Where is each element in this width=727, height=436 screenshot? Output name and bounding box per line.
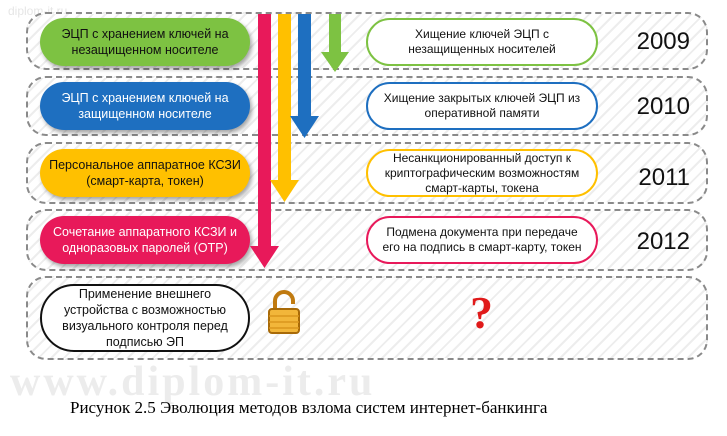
year-label-2012: 2012 xyxy=(636,228,690,255)
row-2009: ЭЦП с хранением ключей на незащищенном н… xyxy=(26,12,708,70)
figure-caption: Рисунок 2.5 Эволюция методов взлома сист… xyxy=(70,398,548,417)
row-2012: Сочетание аппаратного КСЗИ и одноразовых… xyxy=(26,209,708,271)
arrow-blue xyxy=(290,14,319,138)
padlock-open-icon xyxy=(268,290,300,334)
threat-pill-2009: Хищение ключей ЭЦП с незащищенных носите… xyxy=(366,18,598,66)
method-pill-2012: Сочетание аппаратного КСЗИ и одноразовых… xyxy=(40,216,250,264)
arrow-pink xyxy=(250,14,279,268)
method-pill-2011: Персональное аппаратное КСЗИ (смарт-карт… xyxy=(40,149,250,197)
year-label-2010: 2010 xyxy=(636,93,690,120)
arrow-yellow xyxy=(270,14,299,202)
arrow-green xyxy=(321,14,349,72)
watermark-large: www.diplom-it.ru xyxy=(10,359,376,405)
threat-pill-2010: Хищение закрытых ключей ЭЦП из оперативн… xyxy=(366,82,598,130)
row-2011: Персональное аппаратное КСЗИ (смарт-карт… xyxy=(26,142,708,204)
threat-pill-2012: Подмена документа при передаче его на по… xyxy=(366,216,598,264)
question-mark: ? xyxy=(470,287,493,338)
method-pill-2009: ЭЦП с хранением ключей на незащищенном н… xyxy=(40,18,250,66)
year-label-2011: 2011 xyxy=(638,164,690,191)
row-final: Применение внешнего устройства с возможн… xyxy=(26,276,708,360)
year-label-2009: 2009 xyxy=(636,28,690,55)
threat-pill-2011: Несанкционированный доступ к криптографи… xyxy=(366,149,598,197)
method-pill-2010: ЭЦП с хранением ключей на защищенном нос… xyxy=(40,82,250,130)
row-2010: ЭЦП с хранением ключей на защищенном нос… xyxy=(26,76,708,136)
method-pill-final: Применение внешнего устройства с возможн… xyxy=(40,284,250,352)
